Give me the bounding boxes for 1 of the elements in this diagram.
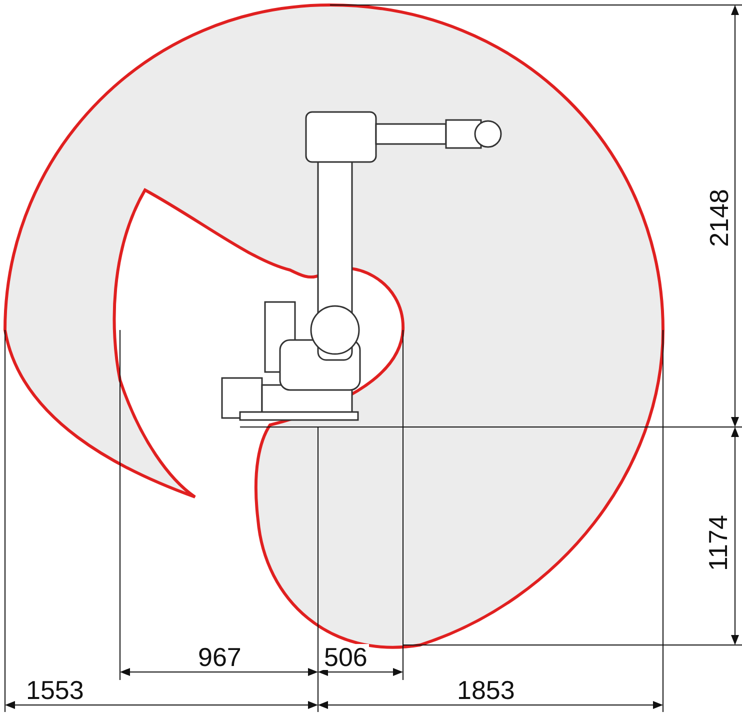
dimension-label: 506	[322, 644, 370, 670]
